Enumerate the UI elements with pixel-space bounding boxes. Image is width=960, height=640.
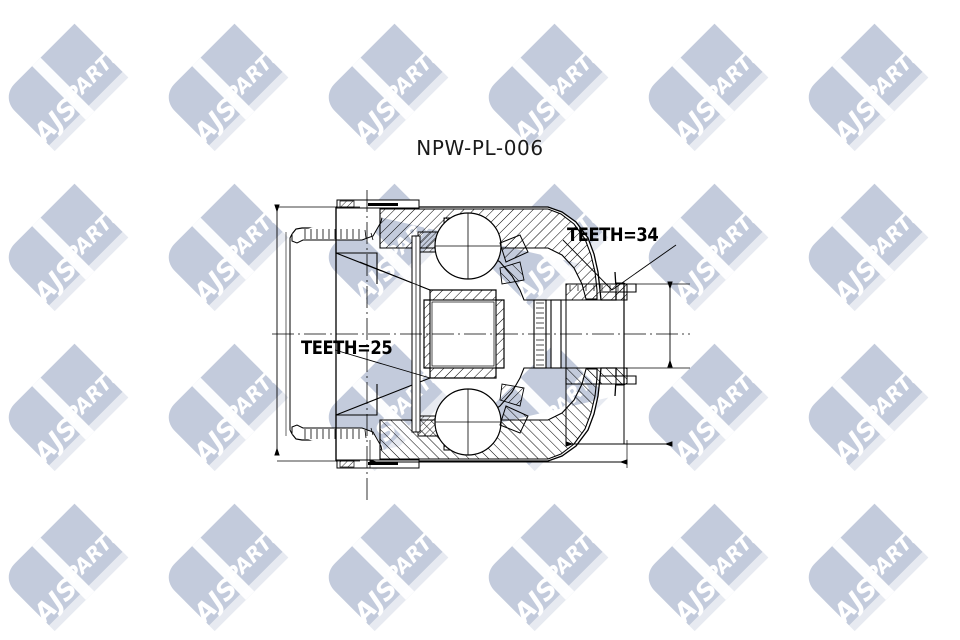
cv-joint-geometry [272, 190, 690, 500]
